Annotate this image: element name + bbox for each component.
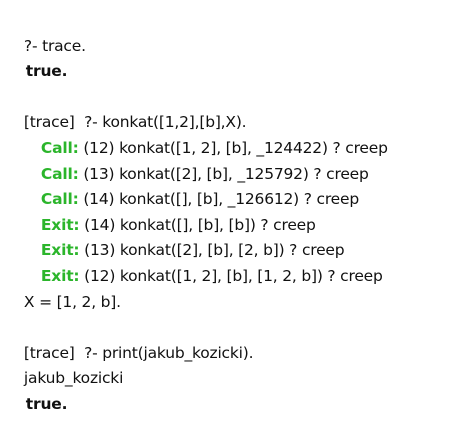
trace-exit-line: Exit: (12) konkat([1, 2], [b], [1, 2, b]…	[5, 238, 463, 285]
console-text: true.	[25, 62, 68, 81]
trace-goal: (12) konkat([1, 2], [b], _124422) ? cree…	[78, 138, 388, 157]
print-output: jakub_kozicki	[5, 341, 463, 387]
trace-port-label: Call:	[40, 164, 79, 183]
trace-call-line: Call: (13) konkat([2], [b], _125792) ? c…	[5, 136, 463, 183]
console-text: ?- trace.	[23, 36, 86, 55]
trace-goal: (13) konkat([2], [b], [2, b]) ? creep	[79, 241, 345, 260]
prolog-console-output: ?- trace. true. [trace] ?- konkat([1,2],…	[5, 8, 463, 413]
trace-exit-line: Exit: (13) konkat([2], [b], [2, b]) ? cr…	[5, 213, 463, 259]
console-text: X = [1, 2, b].	[23, 292, 121, 311]
trace-goal: (14) konkat([], [b], _126612) ? creep	[78, 190, 359, 209]
trace-port-label: Exit:	[40, 241, 80, 260]
result-true: true.	[5, 366, 463, 413]
trace-call-line: Call: (12) konkat([1, 2], [b], _124422) …	[5, 110, 463, 157]
result-true: true.	[5, 34, 463, 80]
blank-line	[5, 59, 463, 85]
trace-goal: (12) konkat([1, 2], [b], [1, 2, b]) ? cr…	[79, 266, 383, 285]
trace-goal: (13) konkat([2], [b], _125792) ? creep	[78, 164, 369, 183]
query-print: [trace] ?- print(jakub_kozicki).	[5, 315, 463, 362]
trace-call-line: Call: (14) konkat([], [b], _126612) ? cr…	[5, 162, 463, 208]
console-text: [trace] ?- print(jakub_kozicki).	[23, 343, 254, 362]
trace-port-label: Call:	[40, 138, 79, 157]
binding-result: X = [1, 2, b].	[5, 264, 463, 311]
query-konkat: [trace] ?- konkat([1,2],[b],X).	[5, 85, 463, 131]
query-trace: ?- trace.	[5, 8, 463, 55]
trace-port-label: Exit:	[40, 215, 80, 234]
trace-goal: (14) konkat([], [b], [b]) ? creep	[79, 215, 316, 234]
console-text: [trace] ?- konkat([1,2],[b],X).	[23, 113, 247, 132]
trace-port-label: Exit:	[40, 266, 80, 285]
console-text: jakub_kozicki	[23, 369, 124, 388]
trace-exit-line: Exit: (14) konkat([], [b], [b]) ? creep	[5, 187, 463, 234]
trace-port-label: Call:	[40, 190, 79, 209]
console-text: true.	[25, 394, 68, 413]
